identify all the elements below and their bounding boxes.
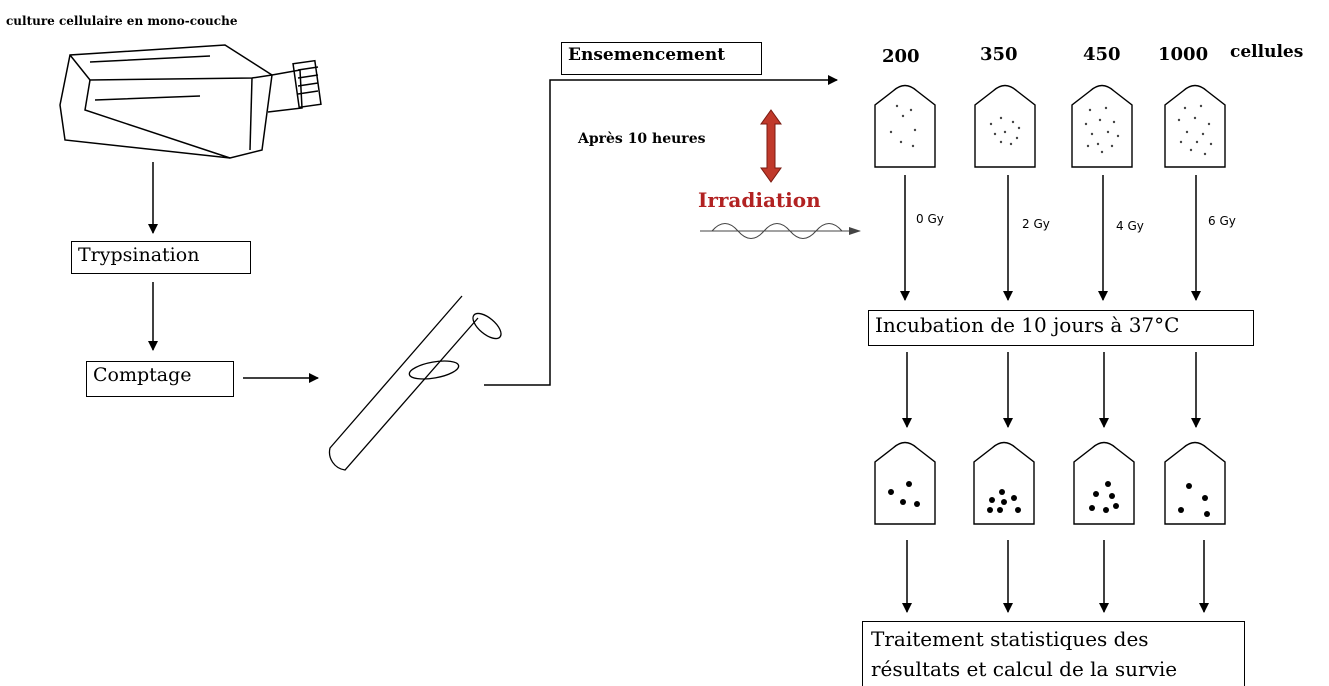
cell-dot — [999, 116, 1003, 120]
cell-dot — [889, 130, 893, 134]
test-tube-icon — [328, 295, 502, 471]
cell-dot — [1084, 122, 1088, 126]
colony-dot — [1001, 499, 1007, 505]
cell-dot — [895, 104, 899, 108]
cell-dot — [1104, 106, 1108, 110]
colony-dot — [914, 501, 920, 507]
count-200: 200 — [882, 46, 920, 67]
cell-dot — [1096, 142, 1100, 146]
after-10-hours-label: Après 10 heures — [578, 131, 706, 147]
dose-4: 4 Gy — [1116, 219, 1144, 233]
colony-well — [874, 441, 936, 525]
treatment-box: Traitement statistiques des résultats et… — [862, 621, 1245, 686]
cell-dot — [1100, 150, 1104, 154]
treatment-line-1: Traitement statistiques des — [871, 627, 1149, 651]
count-350: 350 — [980, 44, 1018, 65]
cell-dot — [1098, 118, 1102, 122]
dose-0: 0 Gy — [916, 212, 944, 226]
dose-6: 6 Gy — [1208, 214, 1236, 228]
cell-dot — [1207, 122, 1211, 126]
incubation-box: Incubation de 10 jours à 37°C — [868, 310, 1254, 346]
colony-dot — [906, 481, 912, 487]
cell-dot — [1203, 152, 1207, 156]
cell-dot — [901, 114, 905, 118]
cell-dot — [1015, 136, 1019, 140]
cell-dot — [1179, 140, 1183, 144]
colony-dot — [997, 507, 1003, 513]
diagram-title: culture cellulaire en mono-couche — [6, 14, 238, 28]
cell-dot — [989, 122, 993, 126]
seeding-well — [1071, 84, 1133, 168]
cell-dot — [1195, 140, 1199, 144]
seeding-well — [874, 84, 936, 168]
cell-dot — [1201, 132, 1205, 136]
cell-dot — [1177, 118, 1181, 122]
colony-dot — [1109, 493, 1115, 499]
connector-tube-to-seeding — [484, 75, 838, 386]
colony-dot — [1113, 503, 1119, 509]
colony-well — [973, 441, 1035, 525]
colony-dot — [900, 499, 906, 505]
colony-dot — [1103, 507, 1109, 513]
colony-dot — [999, 489, 1005, 495]
ensemencement-box: Ensemencement — [561, 42, 762, 75]
irradiation-wave-icon — [700, 223, 861, 239]
dose-2: 2 Gy — [1022, 217, 1050, 231]
trypsination-box: Trypsination — [71, 241, 251, 274]
cell-dot — [1183, 106, 1187, 110]
colony-dot — [1015, 507, 1021, 513]
colony-dot — [1202, 495, 1208, 501]
cell-dot — [1189, 148, 1193, 152]
seeding-well — [1164, 84, 1226, 168]
cell-dot — [1112, 120, 1116, 124]
wells-group — [874, 84, 1226, 613]
colony-dot — [1011, 495, 1017, 501]
count-1000: 1000 — [1158, 44, 1209, 65]
colony-dot — [987, 507, 993, 513]
cell-dot — [1110, 144, 1114, 148]
cell-dot — [909, 108, 913, 112]
cell-dot — [1185, 130, 1189, 134]
treatment-line-2: résultats et calcul de la survie — [871, 657, 1178, 681]
colony-dot — [1178, 507, 1184, 513]
colony-dot — [1186, 483, 1192, 489]
cell-dot — [1199, 104, 1203, 108]
cell-dot — [993, 132, 997, 136]
colony-dot — [888, 489, 894, 495]
cells-label: cellules — [1230, 42, 1304, 62]
colony-dot — [989, 497, 995, 503]
irradiation-label: Irradiation — [698, 188, 821, 212]
colony-dot — [1105, 481, 1111, 487]
colony-dot — [1093, 491, 1099, 497]
colony-dot — [1089, 505, 1095, 511]
cell-dot — [1193, 116, 1197, 120]
comptage-box: Comptage — [86, 361, 234, 397]
culture-flask-icon — [59, 44, 322, 159]
cell-dot — [1106, 130, 1110, 134]
cell-dot — [1088, 108, 1092, 112]
cell-dot — [1090, 132, 1094, 136]
double-arrow-icon — [760, 109, 782, 183]
colony-well — [1073, 441, 1135, 525]
cell-dot — [1116, 134, 1120, 138]
count-450: 450 — [1083, 44, 1121, 65]
cell-dot — [1086, 144, 1090, 148]
cell-dot — [1209, 142, 1213, 146]
cell-dot — [911, 144, 915, 148]
cell-dot — [913, 128, 917, 132]
cell-dot — [999, 140, 1003, 144]
cell-dot — [1017, 126, 1021, 130]
cell-dot — [1009, 142, 1013, 146]
colony-well — [1164, 441, 1226, 525]
seeding-well — [974, 84, 1036, 168]
cell-dot — [899, 140, 903, 144]
cell-dot — [1011, 120, 1015, 124]
colony-dot — [1204, 511, 1210, 517]
cell-dot — [1003, 130, 1007, 134]
